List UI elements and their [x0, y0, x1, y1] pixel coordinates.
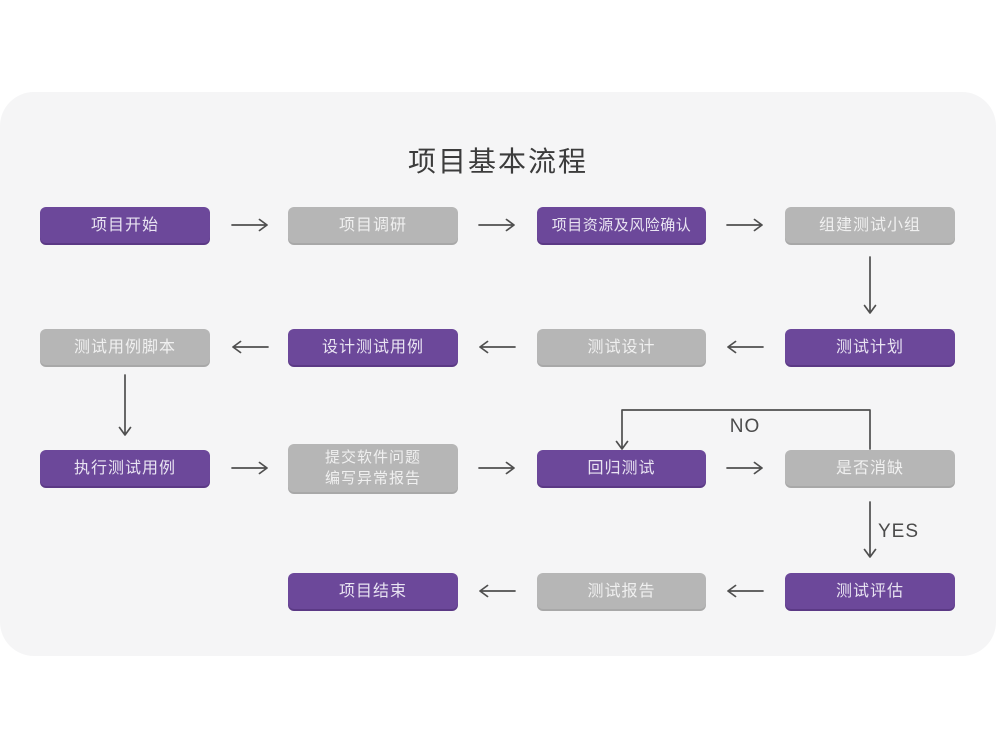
arrow-defect-yes-to-evaluation: [863, 501, 877, 558]
arrow-team-to-plan: [863, 256, 877, 314]
arrow-research-to-risk: [478, 218, 515, 232]
node-project-end: 项目结束: [288, 573, 458, 609]
node-defect-resolved: 是否消缺: [785, 450, 955, 486]
node-regression-test: 回归测试: [537, 450, 706, 486]
arrow-submit-to-regression: [478, 461, 515, 475]
arrow-design-to-cases: [479, 340, 516, 354]
node-test-report: 测试报告: [537, 573, 706, 609]
node-build-test-team: 组建测试小组: [785, 207, 955, 243]
arrow-regression-to-defect: [726, 461, 763, 475]
node-project-start: 项目开始: [40, 207, 210, 243]
arrow-evaluation-to-report: [727, 584, 764, 598]
node-test-case-script: 测试用例脚本: [40, 329, 210, 365]
flowchart-card: [0, 92, 996, 656]
node-submit-issue-report: 提交软件问题 编写异常报告: [288, 444, 458, 492]
node-design-test-cases: 设计测试用例: [288, 329, 458, 365]
arrow-plan-to-design: [727, 340, 764, 354]
node-test-plan: 测试计划: [785, 329, 955, 365]
edge-label-yes: YES: [878, 521, 920, 542]
arrow-script-to-execute: [118, 374, 132, 436]
node-resource-risk-confirm: 项目资源及风险确认: [537, 207, 706, 243]
arrow-risk-to-team: [726, 218, 763, 232]
arrow-execute-to-submit: [231, 461, 268, 475]
node-project-research: 项目调研: [288, 207, 458, 243]
node-test-evaluation: 测试评估: [785, 573, 955, 609]
arrow-defect-no-to-regression: [615, 409, 871, 450]
page-title: 项目基本流程: [407, 146, 588, 177]
edge-label-no: NO: [729, 416, 761, 437]
arrow-cases-to-script: [232, 340, 269, 354]
arrow-start-to-research: [231, 218, 268, 232]
node-test-design: 测试设计: [537, 329, 706, 365]
arrow-report-to-end: [479, 584, 516, 598]
node-execute-test-cases: 执行测试用例: [40, 450, 210, 486]
